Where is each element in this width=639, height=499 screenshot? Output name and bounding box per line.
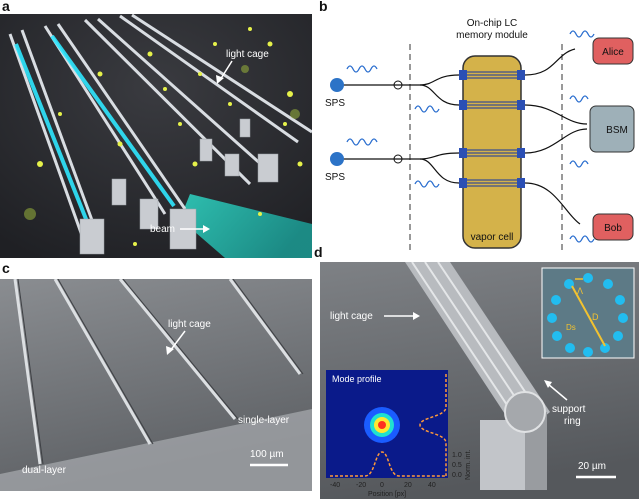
module-title-line2: memory module — [456, 30, 528, 41]
sem-image-light-cages: light cage single-layer dual-layer 100 µ… — [0, 279, 312, 491]
arrowhead-light-cage — [413, 312, 420, 320]
label-Ds: Ds — [566, 323, 576, 332]
vapor-cell-label: vapor cell — [471, 232, 514, 243]
wave-packet — [346, 138, 378, 146]
arrowhead-support-ring — [544, 380, 552, 388]
scale-bar-label: 20 µm — [578, 461, 606, 472]
wave-packet — [569, 160, 589, 168]
mode-profile-xtick: -20 — [356, 482, 366, 489]
arrowhead-beam — [203, 225, 210, 233]
sps-label-top: SPS — [325, 98, 345, 109]
quantum-network-schematic: On-chip LC memory module vapor cell — [325, 18, 635, 254]
wave-packet — [569, 235, 595, 243]
mode-profile-xtick: 40 — [428, 482, 436, 489]
wave-packet — [414, 105, 440, 113]
arrow-support-ring — [547, 383, 568, 401]
bsm-node — [589, 105, 635, 153]
fiber-loop-bottom — [393, 154, 403, 164]
lc-row-1 — [467, 71, 517, 79]
annotation-support-ring-line2: ring — [564, 416, 581, 427]
panel-c-sem: light cage single-layer dual-layer 100 µ… — [0, 279, 312, 491]
annotation-light-cage: light cage — [168, 319, 211, 330]
annotation-light-cage: light cage — [226, 49, 269, 60]
annotation-dual-layer: dual-layer — [22, 465, 67, 476]
scale-bar-label: 100 µm — [250, 449, 284, 460]
bsm-label: BSM — [606, 125, 628, 136]
wave-packet — [346, 65, 378, 73]
annotation-light-cage: light cage — [330, 311, 373, 322]
arrow-light-cage — [219, 60, 233, 81]
panel-label-a: a — [2, 0, 10, 14]
alice-node — [592, 37, 634, 65]
mode-profile-ytick: 1.0 — [452, 452, 462, 459]
panel-d-sem: light cage support ring 20 µm Λ D Ds — [320, 262, 639, 499]
panel-a-render: light cage beam — [0, 14, 312, 258]
label-lambda: Λ — [577, 286, 583, 296]
mode-profile-ylabel: Norm. int. — [465, 450, 472, 480]
arrowhead-light-cage — [166, 346, 174, 355]
bob-label: Bob — [604, 223, 622, 234]
alice-label: Alice — [602, 47, 624, 58]
mode-profile-ytick: 0.5 — [452, 462, 462, 469]
bob-node — [592, 213, 634, 241]
wave-packet — [414, 180, 440, 188]
lc-row-2 — [467, 101, 517, 109]
wave-packet — [569, 95, 589, 103]
mode-profile-xtick: 0 — [380, 482, 384, 489]
annotation-support-ring-line1: support — [552, 404, 586, 415]
mode-profile-xtick: 20 — [404, 482, 412, 489]
vapor-cell-box — [462, 55, 522, 249]
mode-profile-xtick: -40 — [330, 482, 340, 489]
mode-profile-ytick: 0.0 — [452, 472, 462, 479]
wave-packet — [569, 30, 595, 38]
panel-label-d: d — [314, 244, 323, 260]
light-cage-render-illustration: light cage beam — [0, 14, 312, 258]
panel-label-b: b — [319, 0, 328, 14]
annotation-single-layer: single-layer — [238, 415, 290, 426]
panel-label-c: c — [2, 260, 10, 276]
mode-profile-xlabel: Position [px] — [368, 491, 406, 498]
sps-source-bottom — [330, 152, 344, 166]
fiber-loop-top — [393, 80, 403, 90]
arrowhead-light-cage — [216, 75, 224, 84]
sps-label-bottom: SPS — [325, 172, 345, 183]
label-D: D — [592, 312, 599, 322]
cross-section-inset: Λ D Ds — [541, 267, 635, 359]
sem-image-cage-closeup: light cage support ring 20 µm Λ D Ds — [320, 262, 639, 499]
mode-profile-inset: Mode profile -40 -20 0 20 40 Position [p… — [326, 370, 472, 498]
lc-row-4 — [467, 179, 517, 187]
module-title-line1: On-chip LC — [467, 18, 518, 29]
annotation-beam: beam — [150, 224, 175, 235]
panel-b-schematic: On-chip LC memory module vapor cell — [325, 14, 639, 258]
lc-row-3 — [467, 149, 517, 157]
arrow-light-cage — [169, 330, 186, 352]
sps-source-top — [330, 78, 344, 92]
mode-profile-title: Mode profile — [332, 374, 382, 384]
